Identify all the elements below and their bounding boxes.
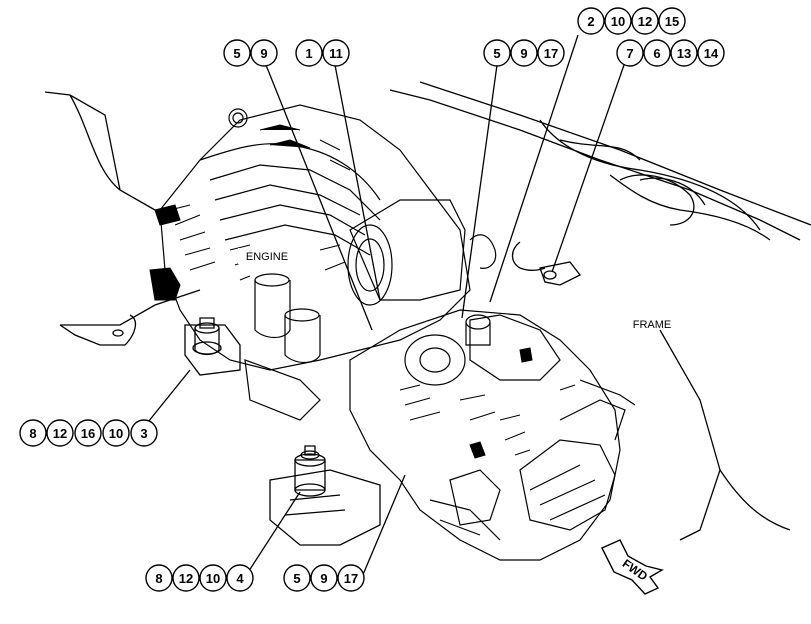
fwd-arrow-icon: FWD xyxy=(601,539,664,595)
callout-g2: 1 11 xyxy=(295,39,350,67)
callout-number: 8 xyxy=(29,426,36,441)
callout-number: 5 xyxy=(493,46,500,61)
rear-mount-isolator xyxy=(184,317,241,376)
callout-number: 8 xyxy=(155,571,162,586)
callout-number: 9 xyxy=(260,46,267,61)
engine-body xyxy=(159,104,497,421)
callout-number: 7 xyxy=(626,46,633,61)
callout-number: 10 xyxy=(611,14,625,29)
transmission-body xyxy=(349,309,636,561)
engine-label-bg xyxy=(238,248,296,264)
callout-number: 3 xyxy=(140,426,147,441)
engine-detail-hatching xyxy=(149,124,351,301)
callout-number: 14 xyxy=(704,46,719,61)
callout-number: 2 xyxy=(587,14,594,29)
callout-g3: 5 9 17 xyxy=(483,39,565,67)
engine-label: ENGINE xyxy=(246,251,288,263)
callout-g8: 5 9 17 xyxy=(283,564,365,592)
callout-number: 4 xyxy=(236,571,244,586)
leader-lines xyxy=(139,34,625,578)
callout-number: 1 xyxy=(305,46,312,61)
callout-number: 12 xyxy=(638,14,652,29)
front-mount-isolator xyxy=(269,445,381,546)
callout-number: 12 xyxy=(179,571,193,586)
callout-number: 17 xyxy=(544,46,558,61)
callout-number: 10 xyxy=(109,426,123,441)
callout-g7: 8 12 10 4 xyxy=(145,564,254,592)
callout-number: 11 xyxy=(329,46,343,61)
frame-label: FRAME xyxy=(633,319,672,331)
callout-number: 10 xyxy=(206,571,220,586)
callout-number: 6 xyxy=(653,46,660,61)
callout-number: 16 xyxy=(81,426,95,441)
callout-g4: 2 10 12 15 xyxy=(577,7,686,35)
callout-g6: 8 12 16 10 3 xyxy=(19,419,158,447)
callout-g5: 7 6 13 14 xyxy=(616,39,725,67)
callout-number: 12 xyxy=(53,426,67,441)
callout-number: 9 xyxy=(320,571,327,586)
callout-number: 15 xyxy=(665,14,679,29)
side-bracket xyxy=(511,241,581,286)
callout-number: 5 xyxy=(233,46,240,61)
frame-outline xyxy=(44,81,811,541)
callout-number: 5 xyxy=(293,571,300,586)
callout-number: 9 xyxy=(520,46,527,61)
callout-number: 17 xyxy=(344,571,358,586)
callout-g1: 5 9 xyxy=(223,39,278,67)
transmission-detail-hatching xyxy=(399,347,576,459)
callout-number: 13 xyxy=(677,46,691,61)
